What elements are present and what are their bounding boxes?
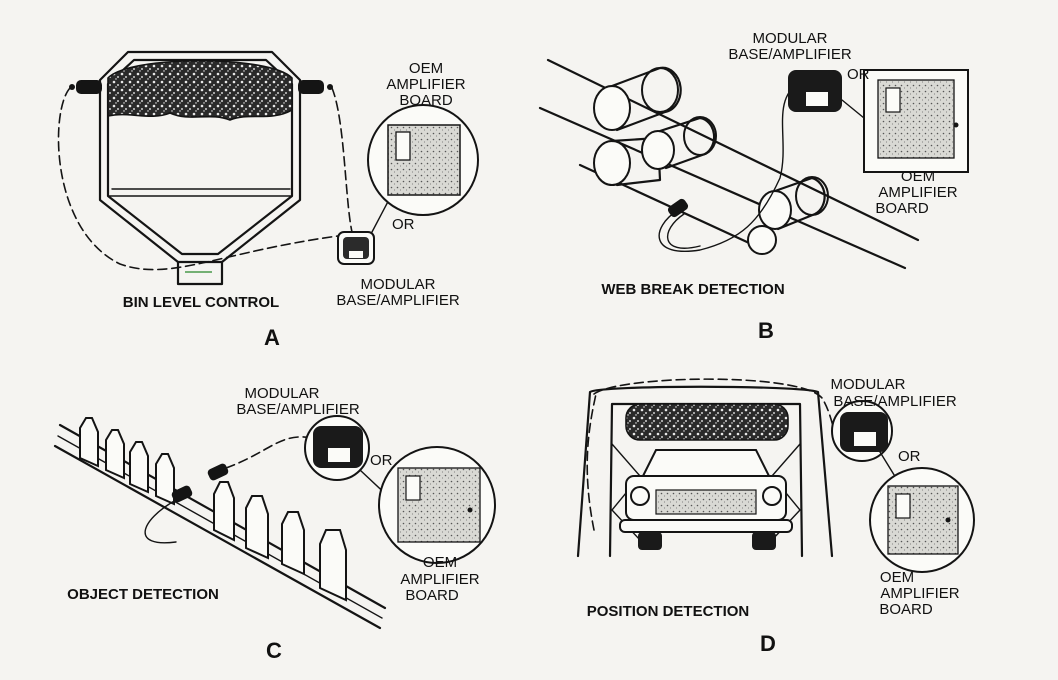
oem-label-b-1: OEM: [901, 168, 935, 185]
sensor-cable-c: [225, 436, 313, 469]
modular-label-b-2: BASE/AMPLIFIER: [728, 46, 852, 63]
panel-c: MODULAR BASE/AMPLIFIER OR OEM AMPLIFIER …: [53, 385, 496, 663]
oem-board-a: [367, 104, 479, 216]
panel-b: MODULAR BASE/AMPLIFIER OR OEM AMPLIFIER …: [538, 30, 969, 343]
oem-board-c: [378, 446, 496, 564]
modular-label-d-2: BASE/AMPLIFIER: [833, 393, 957, 410]
oem-label-b-3: BOARD: [875, 200, 929, 217]
panel-c-caption: OBJECT DETECTION: [67, 586, 219, 603]
oem-label-d-2: AMPLIFIER: [880, 585, 959, 602]
modular-base-d: [831, 400, 893, 462]
sensor-cable-b: [658, 81, 801, 252]
rollers: [593, 66, 829, 255]
oem-label-d-3: BOARD: [879, 601, 933, 618]
cartons: [79, 417, 347, 602]
hopper: [98, 50, 302, 286]
oem-label-a-2: AMPLIFIER: [386, 76, 465, 93]
car: [619, 449, 793, 550]
sensor-cable-left: [57, 87, 339, 271]
oem-board-b: [863, 69, 969, 173]
or-label-a: OR: [392, 216, 415, 233]
modular-label-b-1: MODULAR: [752, 30, 827, 47]
or-label-c: OR: [370, 452, 393, 469]
panel-c-letter: C: [266, 638, 282, 663]
modular-label-d-1: MODULAR: [830, 376, 905, 393]
modular-label-a-1: MODULAR: [360, 276, 435, 293]
panel-d-caption: POSITION DETECTION: [587, 603, 750, 620]
oem-label-b-2: AMPLIFIER: [878, 184, 957, 201]
panel-a: OEM AMPLIFIER BOARD OR MODULAR BASE/AMPL…: [57, 50, 479, 350]
oem-label-c-3: BOARD: [405, 587, 459, 604]
oem-label-a-1: OEM: [409, 60, 443, 77]
oem-label-c-2: AMPLIFIER: [400, 571, 479, 588]
oem-label-d-1: OEM: [880, 569, 914, 586]
or-label-b: OR: [847, 66, 870, 83]
panel-b-letter: B: [758, 318, 774, 343]
modular-label-a-2: BASE/AMPLIFIER: [336, 292, 460, 309]
or-label-d: OR: [898, 448, 921, 465]
bin-sensors: [69, 80, 333, 94]
oem-board-d: [869, 467, 975, 573]
sensor-cable-c-2: [144, 499, 177, 544]
web-sensor: [667, 198, 689, 218]
sensor-cable-b-2: [667, 213, 701, 249]
modular-label-c-1: MODULAR: [244, 385, 319, 402]
bulk-material: [107, 60, 293, 121]
brush-roller: [625, 403, 789, 441]
sensor-cable-right: [331, 87, 353, 233]
oem-label-a-3: BOARD: [399, 92, 453, 109]
panel-d: MODULAR BASE/AMPLIFIER OR OEM AMPLIFIER …: [576, 376, 975, 656]
modular-base-b: [788, 70, 842, 112]
object-sensors: [171, 463, 229, 503]
modular-base-a: [337, 231, 375, 265]
panel-b-caption: WEB BREAK DETECTION: [601, 281, 784, 298]
sensor-cable-d-2: [586, 393, 597, 531]
panel-a-caption: BIN LEVEL CONTROL: [123, 294, 279, 311]
oem-label-c-1: OEM: [423, 554, 457, 571]
modular-base-c: [304, 415, 370, 481]
panel-d-letter: D: [760, 631, 776, 656]
modular-label-c-2: BASE/AMPLIFIER: [236, 401, 360, 418]
panel-a-letter: A: [264, 325, 280, 350]
